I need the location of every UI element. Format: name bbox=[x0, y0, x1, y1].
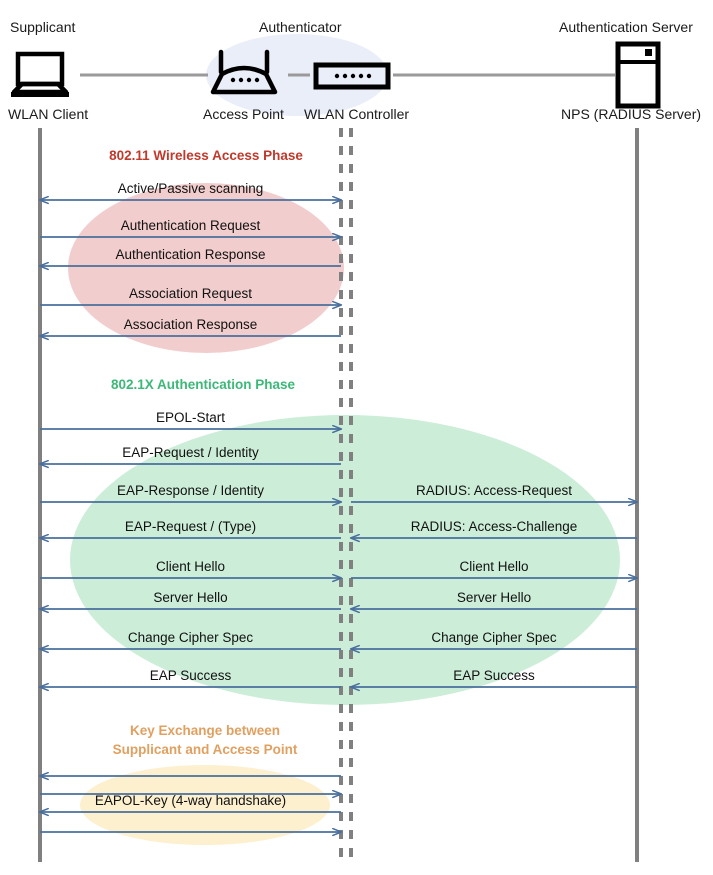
phase-label-key-exchange-line2: Supplicant and Access Point bbox=[112, 742, 298, 757]
actor-role-authenticator: Authenticator bbox=[259, 19, 342, 35]
message-label-left-2: Authentication Response bbox=[115, 247, 266, 262]
phase-ellipse-wireless-access bbox=[68, 183, 344, 353]
message-label-left-4: Association Response bbox=[123, 317, 258, 332]
message-label-left-1: Authentication Request bbox=[120, 218, 261, 233]
message-label-right-0: RADIUS: Access-Request bbox=[415, 483, 573, 498]
actor-name-nps-radius-server: NPS (RADIUS Server) bbox=[561, 106, 702, 122]
phase-label-key-exchange: Key Exchange between Supplicant and Acce… bbox=[65, 721, 345, 759]
message-label-left-5: EPOL-Start bbox=[155, 410, 226, 425]
phase-ellipse-key-exchange bbox=[80, 765, 330, 845]
message-label-right-1: RADIUS: Access-Challenge bbox=[410, 519, 578, 534]
message-label-left-10: Server Hello bbox=[153, 590, 228, 605]
message-label-left-3: Association Request bbox=[128, 286, 253, 301]
server-icon bbox=[615, 41, 661, 109]
actor-name-wlan-client: WLAN Client bbox=[8, 106, 89, 122]
message-label-left-0: Active/Passive scanning bbox=[117, 181, 264, 196]
phase-label-dot1x-auth: 802.1X Authentication Phase bbox=[110, 377, 296, 392]
message-label-left-12: EAP Success bbox=[149, 668, 232, 683]
message-label-left-9: Client Hello bbox=[155, 559, 226, 574]
message-label-right-2: Client Hello bbox=[459, 559, 529, 574]
laptop-icon bbox=[11, 51, 69, 97]
actor-name-wlan-controller: WLAN Controller bbox=[304, 106, 410, 122]
message-label-left-15: EAPOL-Key (4-way handshake) bbox=[94, 793, 287, 808]
phase-label-key-exchange-line1: Key Exchange between bbox=[129, 723, 281, 738]
actor-role-supplicant: Supplicant bbox=[10, 19, 76, 35]
message-label-left-8: EAP-Request / (Type) bbox=[124, 519, 257, 534]
access-point-icon bbox=[210, 49, 278, 95]
actor-name-access-point: Access Point bbox=[203, 106, 284, 122]
message-label-left-11: Change Cipher Spec bbox=[127, 630, 254, 645]
message-arrows-right bbox=[351, 502, 637, 687]
message-label-right-4: Change Cipher Spec bbox=[431, 630, 557, 645]
phase-label-wireless-access: 802.11 Wireless Access Phase bbox=[109, 148, 303, 163]
message-label-left-7: EAP-Response / Identity bbox=[116, 483, 265, 498]
message-arrows-left bbox=[40, 200, 341, 832]
message-label-left-6: EAP-Request / Identity bbox=[122, 445, 259, 460]
message-label-right-3: Server Hello bbox=[456, 590, 532, 605]
actor-role-authentication-server: Authentication Server bbox=[559, 19, 693, 35]
phase-ellipse-dot1x-auth bbox=[70, 415, 620, 705]
wlan-controller-icon bbox=[313, 62, 391, 90]
message-label-right-5: EAP Success bbox=[453, 668, 535, 683]
